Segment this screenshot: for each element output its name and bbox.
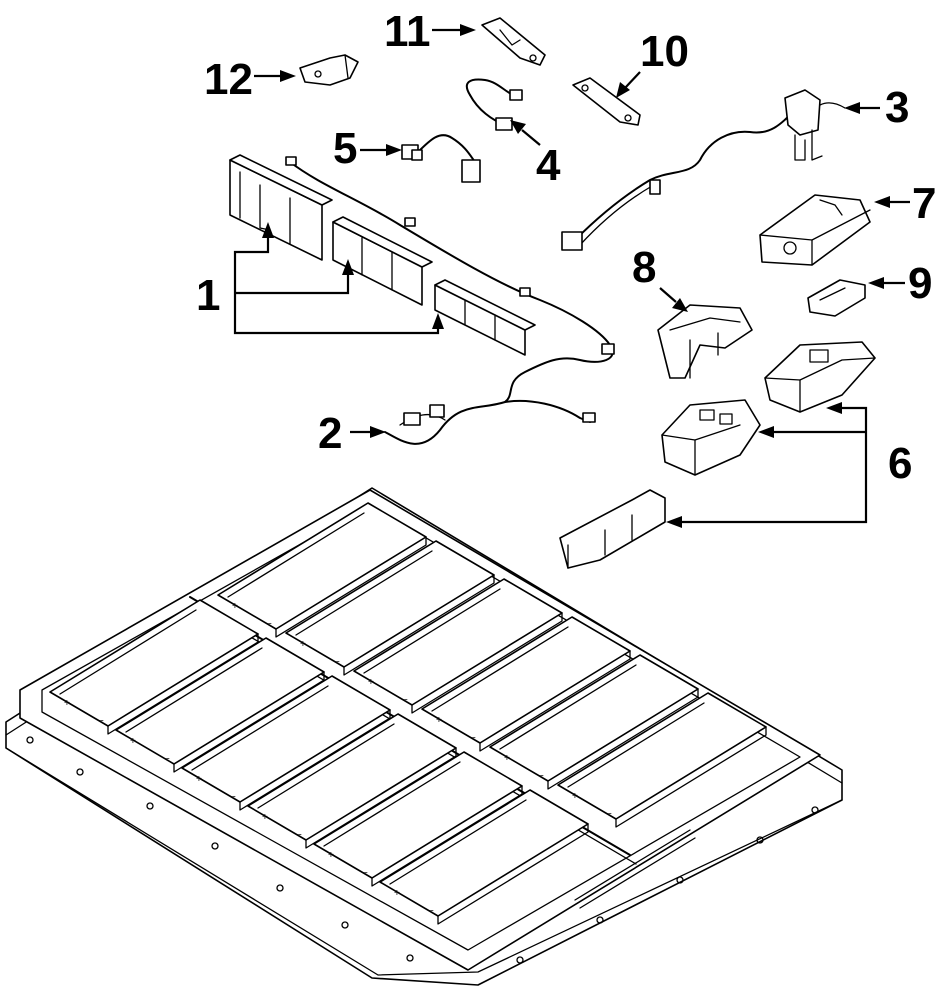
cell-plus-mark: + (196, 774, 202, 785)
busbar-cover-a (229, 154, 333, 261)
cell-minus-mark: − (470, 733, 476, 744)
callout-9: 9 (908, 259, 932, 308)
callout-numbers: 1 2 3 4 5 6 7 8 9 10 11 12 (196, 7, 936, 488)
part-11-bracket (481, 17, 546, 66)
relay-block-upper (764, 341, 876, 413)
callout-8: 8 (632, 243, 656, 292)
fuse-block-lower (559, 489, 666, 569)
cell-minus-mark: − (538, 771, 544, 782)
callout-5: 5 (333, 124, 357, 173)
cell-minus-mark: − (296, 830, 302, 841)
callout-12: 12 (204, 55, 253, 104)
part-12-bracket (299, 54, 359, 86)
busbar-cover-c (434, 279, 536, 356)
cell-minus-mark: − (402, 695, 408, 706)
leader-lines (233, 24, 910, 528)
battery-module: +− (489, 654, 699, 790)
cell-plus-mark: + (232, 601, 238, 612)
part-2-wire-harness (285, 156, 615, 445)
cell-minus-mark: − (606, 809, 612, 820)
battery-modules: +−+−+−+−+−+−+−+−+−+−+−+− (49, 502, 767, 925)
battery-module: +− (217, 502, 427, 638)
cell-plus-mark: + (130, 736, 136, 747)
cell-minus-mark: − (98, 716, 104, 727)
part-3-harness (561, 89, 846, 251)
callout-3: 3 (885, 83, 909, 132)
callout-2: 2 (318, 409, 342, 458)
cell-plus-mark: + (262, 812, 268, 823)
cell-plus-mark: + (572, 791, 578, 802)
cell-plus-mark: + (368, 677, 374, 688)
battery-module: +− (379, 789, 589, 925)
busbar-cover-b (332, 216, 433, 306)
cell-minus-mark: − (266, 619, 272, 630)
cell-plus-mark: + (504, 753, 510, 764)
battery-module: +− (353, 578, 563, 714)
part-8-bracket (657, 304, 753, 379)
callout-10: 10 (640, 27, 689, 76)
cell-plus-mark: + (300, 639, 306, 650)
part-9-connector (807, 279, 866, 317)
cell-plus-mark: + (436, 715, 442, 726)
cell-minus-mark: − (428, 906, 434, 917)
relay-block-middle (661, 399, 761, 476)
battery-module: +− (247, 713, 457, 849)
part-7-cover (759, 194, 871, 266)
callout-6: 6 (888, 439, 912, 488)
callout-1: 1 (196, 271, 220, 320)
part-6-relay-assemblies (559, 341, 876, 569)
part-1-busbar-covers (229, 154, 536, 356)
tray-bolt-holes (26, 736, 819, 964)
cell-minus-mark: − (230, 792, 236, 803)
part-5-sensor-harness (401, 134, 481, 183)
battery-module: +− (285, 540, 495, 676)
cell-minus-mark: − (334, 657, 340, 668)
cell-minus-mark: − (164, 754, 170, 765)
cell-plus-mark: + (328, 850, 334, 861)
part-4-small-harness (465, 78, 523, 131)
callout-11: 11 (384, 7, 431, 56)
battery-module: +− (421, 616, 631, 752)
cell-minus-mark: − (362, 868, 368, 879)
battery-module: +− (557, 692, 767, 828)
battery-module: +− (313, 751, 523, 887)
cell-plus-mark: + (394, 888, 400, 899)
callout-4: 4 (536, 141, 561, 190)
cell-plus-mark: + (64, 698, 70, 709)
battery-module: +− (49, 599, 259, 735)
callout-7: 7 (912, 179, 936, 228)
part-10-small-bracket (572, 77, 641, 126)
